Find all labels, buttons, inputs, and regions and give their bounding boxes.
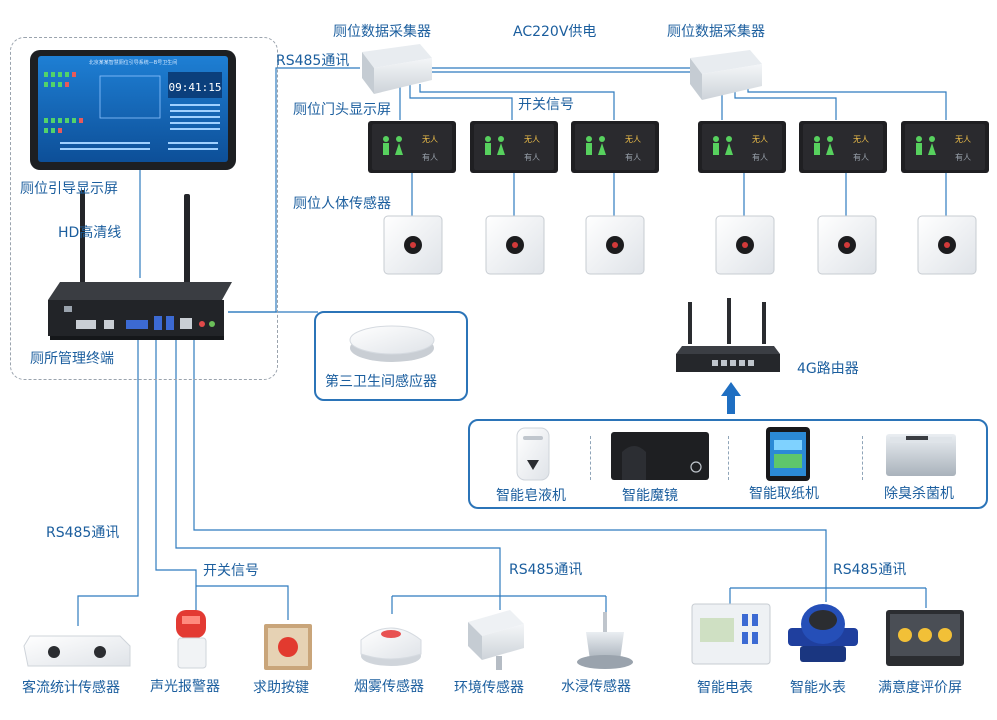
label-guide-display: 厕位引导显示屏 (20, 181, 118, 197)
svg-text:有人: 有人 (422, 152, 438, 162)
svg-text:无人: 无人 (955, 135, 971, 144)
label-deodorizer: 除臭杀菌机 (884, 486, 954, 502)
label-environment: 环境传感器 (454, 680, 524, 696)
label-power: AC220V供电 (513, 24, 597, 40)
smoke-sensor-device (360, 627, 422, 666)
label-third-sensor: 第三卫生间感应器 (325, 374, 437, 390)
guide-display-device: 北京某某智慧厕位引导系统—B号卫生间 09:41:15 (30, 50, 236, 170)
svg-text:有人: 有人 (752, 152, 768, 162)
deodorizer-device (886, 434, 956, 476)
label-hd-cable: HD高清线 (58, 225, 122, 241)
up-arrow-icon (721, 382, 741, 414)
connection-lines (77, 67, 947, 626)
screen-time: 09:41:15 (169, 81, 222, 94)
svg-text:无人: 无人 (752, 135, 768, 144)
svg-text:有人: 有人 (853, 152, 869, 162)
smart-meter-device (691, 603, 771, 665)
human-sensor-5 (817, 215, 877, 275)
third-toilet-sensor-device (349, 325, 435, 362)
label-switch-signal-bottom: 开关信号 (203, 563, 259, 579)
label-human-sensor: 厕位人体传感器 (293, 196, 391, 212)
label-water-leak: 水浸传感器 (561, 679, 631, 695)
router-device (676, 298, 780, 372)
label-passenger-counter: 客流统计传感器 (22, 680, 120, 696)
label-rs485-right: RS485通讯 (833, 562, 907, 578)
smart-devices-panel (468, 419, 988, 509)
label-collector-right: 厕位数据采集器 (667, 24, 765, 40)
human-sensor-3 (585, 215, 645, 275)
management-terminal-device (48, 190, 232, 340)
label-door-display: 厕位门头显示屏 (293, 102, 391, 118)
label-router: 4G路由器 (797, 361, 859, 377)
collector-right-device (690, 50, 762, 100)
label-rs485-mid: RS485通讯 (509, 562, 583, 578)
svg-text:无人: 无人 (422, 135, 438, 144)
panel-divider (728, 436, 729, 480)
alarm-device (176, 610, 207, 669)
environment-sensor-device (468, 610, 524, 670)
magic-mirror-device (611, 432, 709, 480)
rs485-left-line (77, 338, 139, 626)
label-switch-signal-top: 开关信号 (518, 97, 574, 113)
collector-left-device (362, 44, 432, 94)
human-sensor-6 (917, 215, 977, 275)
paper-dispenser-device (766, 427, 810, 481)
human-sensor-1 (383, 215, 443, 275)
svg-text:有人: 有人 (955, 152, 971, 162)
label-help-button: 求助按键 (253, 680, 309, 696)
terminal-group-box (10, 37, 278, 380)
svg-text:无人: 无人 (625, 135, 641, 144)
panel-divider (590, 436, 591, 480)
svg-text:有人: 有人 (524, 152, 540, 162)
label-terminal: 厕所管理终端 (30, 351, 114, 367)
label-smoke: 烟雾传感器 (354, 679, 424, 695)
label-meter: 智能电表 (697, 680, 753, 696)
panel-divider (862, 436, 863, 480)
label-rs485-left: RS485通讯 (46, 525, 120, 541)
human-sensor-4 (715, 215, 775, 275)
label-soap: 智能皂液机 (496, 488, 566, 504)
smart-water-meter-device (788, 604, 858, 662)
soap-dispenser-device (516, 427, 550, 481)
label-mirror: 智能魔镜 (622, 488, 678, 504)
third-sensor-box (314, 311, 468, 401)
label-rs485-top: RS485通讯 (276, 53, 350, 69)
label-paper: 智能取纸机 (749, 486, 819, 502)
help-button-device (264, 624, 312, 670)
water-leak-sensor-device (577, 612, 633, 669)
label-satisfaction: 满意度评价屏 (878, 680, 962, 696)
label-water-meter: 智能水表 (790, 680, 846, 696)
human-sensors (383, 215, 977, 275)
human-sensor-2 (485, 215, 545, 275)
svg-text:无人: 无人 (853, 135, 869, 144)
satisfaction-screen-device (886, 610, 964, 666)
label-alarm: 声光报警器 (150, 679, 220, 695)
svg-text:无人: 无人 (524, 135, 540, 144)
label-collector-left: 厕位数据采集器 (333, 24, 431, 40)
screen-header: 北京某某智慧厕位引导系统—B号卫生间 (89, 59, 177, 66)
svg-text:有人: 有人 (625, 152, 641, 162)
passenger-counter-device (23, 635, 131, 667)
